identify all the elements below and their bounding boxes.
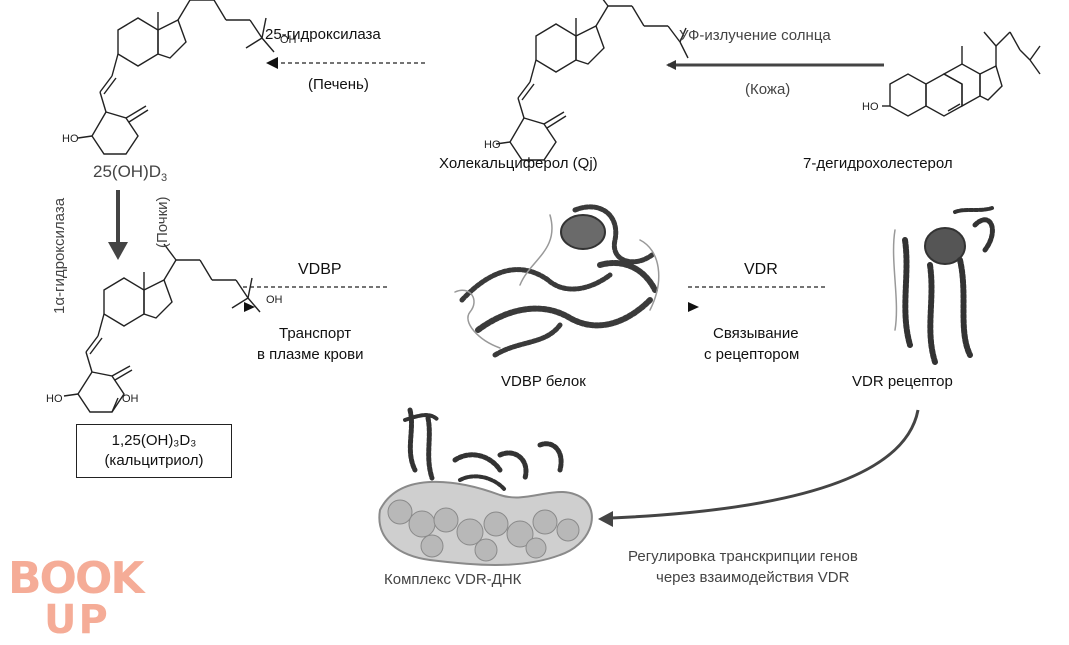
calcitriol-structure: [63, 243, 261, 413]
watermark-line1: BOOK: [8, 553, 146, 604]
bookup-watermark-logo: BOOK UP: [8, 553, 148, 638]
transport-label-line1: Транспорт: [279, 325, 351, 342]
complex-label: Комплекс VDR-ДНК: [384, 571, 522, 588]
vdr-dna-complex-image: [378, 407, 593, 566]
vdbp-protein-label: VDBP белок: [501, 373, 586, 390]
arrow-regulation: [598, 409, 920, 527]
liver-label: (Печень): [308, 76, 369, 93]
dehydrocholesterol-label: 7-дегидрохолестерол: [803, 155, 953, 172]
hydroxylase-25-label: 25-гидроксилаза: [265, 26, 381, 43]
binding-label-line2: с рецептором: [704, 346, 799, 363]
arrow-kidney-hydroxylation: [108, 190, 128, 260]
vdbp-protein-image: [454, 204, 660, 358]
oh-label-4: OH: [266, 294, 283, 306]
regulation-label-line2: через взаимодействия VDR: [656, 569, 850, 586]
arrow-liver-hydroxylation: [266, 57, 425, 69]
arrow-vdr-binding: [688, 286, 825, 312]
calcidiol-label: 25(OH)D3: [93, 162, 167, 184]
cholecalciferol-structure: [495, 0, 689, 161]
uv-label: УФ-излучение солнца: [679, 27, 831, 44]
hydroxylase-1a-label: 1α-гидроксилаза: [51, 197, 68, 314]
oh-label-1: OH: [280, 34, 297, 46]
vdr-receptor-label: VDR рецептор: [852, 373, 953, 390]
ho-label-1: HO: [62, 133, 79, 145]
vdbp-label: VDBP: [298, 261, 342, 278]
skin-label: (Кожа): [745, 81, 790, 98]
arrow-vdbp-transport: [243, 286, 390, 312]
oh-label-5: OH: [122, 393, 139, 405]
calcitriol-name: (кальцитриол): [104, 452, 204, 469]
transport-label-line2: в плазме крови: [257, 346, 363, 363]
ho-label-3: HO: [862, 101, 879, 113]
calcitriol-box: 1,25(OH)₃D₃ (кальцитриол): [76, 424, 232, 478]
vdr-receptor-image: [892, 206, 995, 365]
cholecalciferol-label: Холекальциферол (Qj): [439, 155, 598, 172]
dehydrocholesterol-structure: [882, 31, 1041, 117]
vdr-label: VDR: [744, 261, 778, 278]
binding-label-line1: Связывание: [713, 325, 799, 342]
ho-label-2: HO: [484, 139, 501, 151]
watermark-line2: UP: [44, 597, 110, 638]
calcitriol-formula: 1,25(OH)₃D₃: [111, 432, 197, 449]
kidneys-label: (Почки): [154, 196, 171, 248]
calcidiol-structure: [77, 0, 275, 155]
ho-label-4: HO: [46, 393, 63, 405]
regulation-label-line1: Регулировка транскрипции генов: [628, 548, 858, 565]
